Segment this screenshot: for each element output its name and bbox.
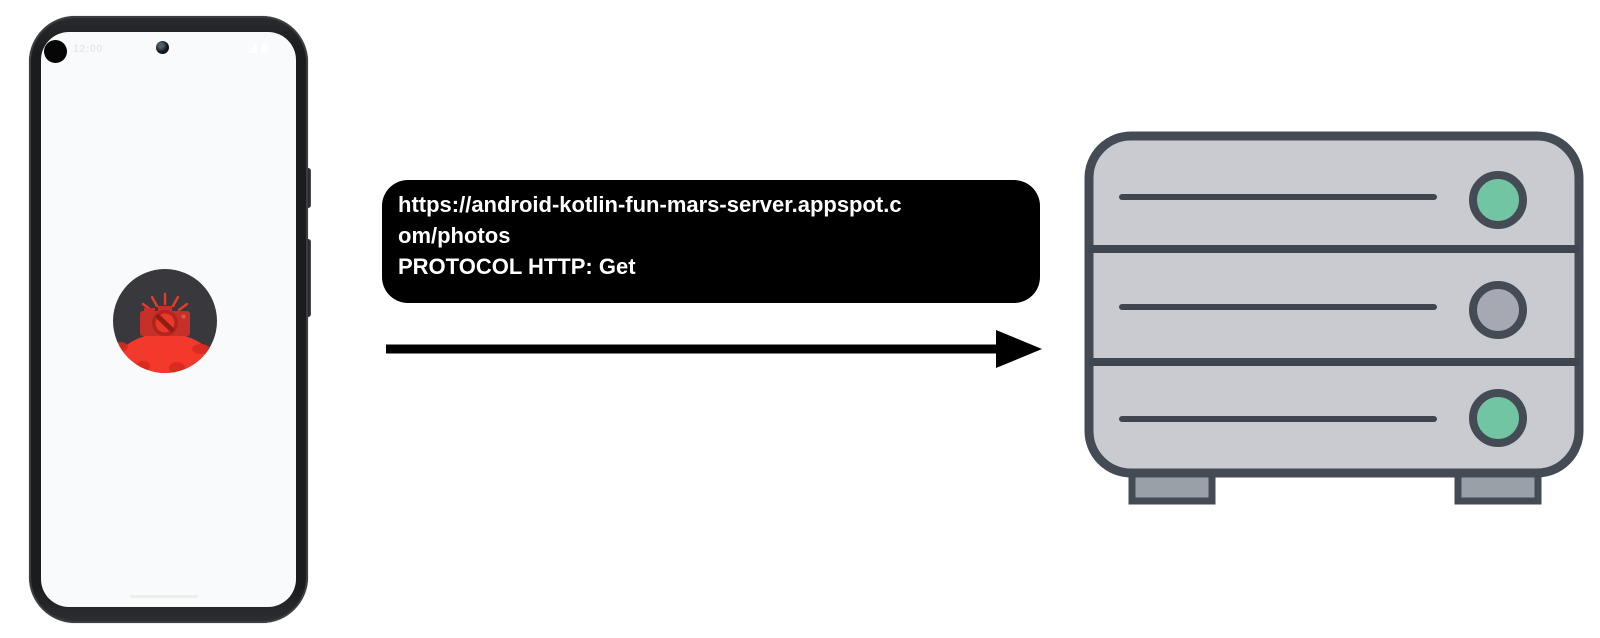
status-bar-time: 12:00 [73,43,103,55]
server-light-top [1469,171,1527,229]
front-camera-icon [156,41,169,54]
request-url-line-2: om/photos [398,223,511,248]
server-light-middle [1469,281,1527,339]
camera-icon [140,292,190,336]
web-server-icon [1084,131,1584,505]
mars-photos-app-icon [113,269,217,373]
home-indicator [130,595,198,598]
battery-icon [261,43,268,53]
phone-device: 12:00 [29,16,308,623]
request-protocol-line: PROTOCOL HTTP: Get [398,254,636,279]
signal-icon [248,43,257,53]
request-arrow-icon [386,330,1042,368]
phone-screen: 12:00 [41,32,296,607]
black-circle-icon [44,40,67,63]
request-url-line-1: https://android-kotlin-fun-mars-server.a… [398,192,902,217]
arrow-head [996,330,1042,368]
flash-rays [141,292,189,312]
status-bar-icons [248,43,268,53]
server-light-bottom [1469,389,1527,447]
request-box: https://android-kotlin-fun-mars-server.a… [382,180,1040,303]
